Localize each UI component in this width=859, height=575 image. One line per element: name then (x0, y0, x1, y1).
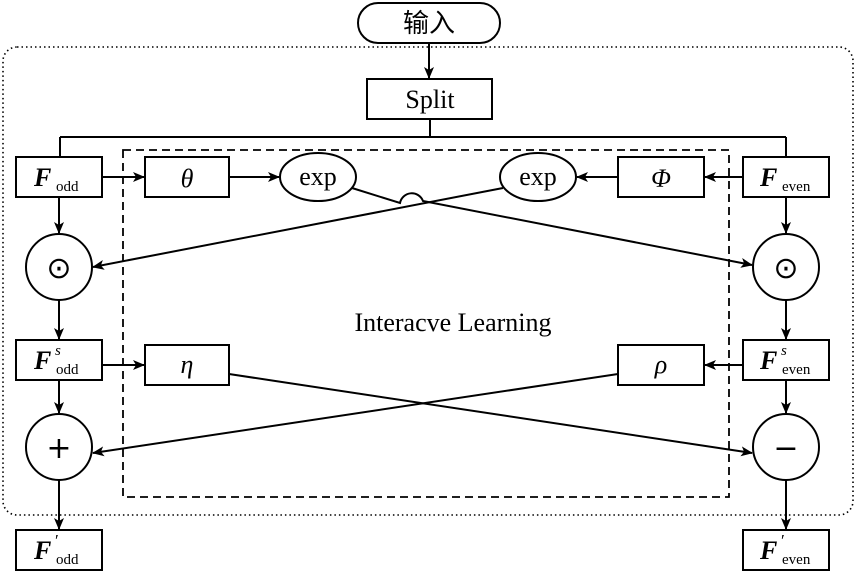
fs-odd-main: F (33, 346, 51, 375)
phi-label: Φ (651, 164, 671, 193)
fprime-even-main: F (759, 536, 777, 565)
input-label: 输入 (403, 9, 455, 39)
arrow-expleft-multright (351, 187, 753, 268)
rho-node (617, 344, 705, 386)
interactive-learning-label: Interacve Learning (354, 308, 551, 337)
exp-left-node (279, 152, 357, 202)
fprime-even-node (742, 529, 830, 571)
theta-node (144, 156, 230, 198)
fprime-odd-sup: ′ (55, 531, 59, 550)
multiply-left-label: ⊙ (46, 251, 71, 286)
rho-label: ρ (654, 350, 667, 379)
split-node (366, 78, 493, 120)
f-odd-sub: odd (56, 179, 79, 195)
theta-label: θ (181, 164, 194, 193)
arrow-eta-minus (228, 373, 753, 457)
arrow-expright-multleft (92, 187, 504, 270)
arrow-rho-plus (92, 373, 619, 457)
fs-even-main: F (759, 346, 777, 375)
fprime-even-sub: even (782, 552, 811, 568)
fs-even-sup: s (781, 343, 787, 359)
fprime-odd-sub: odd (56, 552, 79, 568)
fs-even-node (742, 339, 830, 381)
f-odd-main: F (33, 163, 51, 192)
f-even-node (742, 156, 830, 198)
fs-even-sub: even (782, 362, 811, 378)
minus-label: − (773, 431, 798, 466)
fprime-odd-main: F (33, 536, 51, 565)
plus-label: + (46, 431, 71, 466)
eta-node (144, 344, 230, 386)
multiply-right-label: ⊙ (773, 251, 798, 286)
fs-odd-sub: odd (56, 362, 79, 378)
fs-odd-sup: s (55, 343, 61, 359)
split-label: Split (405, 85, 455, 114)
f-even-main: F (759, 163, 777, 192)
eta-label: η (181, 350, 194, 379)
fprime-even-sup: ′ (781, 531, 785, 550)
interactive-learning-region (122, 149, 730, 498)
exp-left-label: exp (299, 162, 337, 191)
exp-right-label: exp (519, 162, 557, 191)
f-even-sub: even (782, 179, 811, 195)
f-odd-node (15, 156, 103, 198)
fprime-odd-node (15, 529, 103, 571)
